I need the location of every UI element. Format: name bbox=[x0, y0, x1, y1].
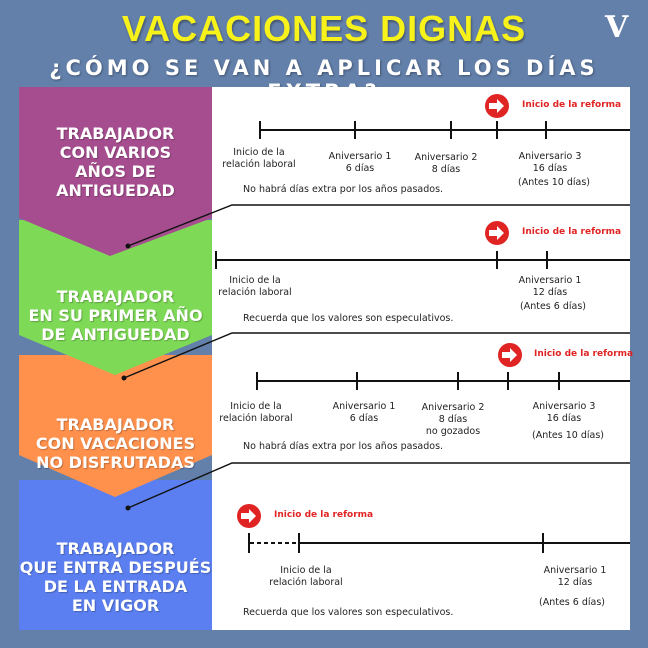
milestone-label: Aniversario 1 12 días bbox=[543, 565, 607, 588]
milestone-label: Aniversario 1 6 días bbox=[332, 401, 396, 424]
category-block-orange bbox=[19, 355, 212, 497]
connector-lines bbox=[123, 204, 630, 509]
milestone-label: Inicio de la relación laboral bbox=[218, 275, 292, 298]
milestone-label: Aniversario 1 12 días bbox=[518, 275, 582, 298]
timeline-panel bbox=[212, 87, 630, 630]
page-title: VACACIONES DIGNAS bbox=[121, 8, 527, 49]
section-note: No habrá días extra por los años pasados… bbox=[243, 184, 444, 195]
category-label: TRABAJADOR EN SU PRIMER AÑO DE ANTIGUEDA… bbox=[28, 287, 203, 344]
milestone-label: Aniversario 2 8 días bbox=[414, 152, 478, 175]
milestone-label: Inicio de la relación laboral bbox=[269, 565, 343, 588]
reform-label: Inicio de la reforma bbox=[534, 349, 634, 359]
previous-days: (Antes 10 días) bbox=[531, 430, 605, 441]
previous-days: (Antes 6 días) bbox=[520, 301, 586, 312]
section-note: Recuerda que los valores son especulativ… bbox=[243, 313, 454, 324]
category-label: TRABAJADOR QUE ENTRA DESPUÉS DE LA ENTRA… bbox=[19, 539, 212, 615]
brand-logo: V bbox=[605, 10, 629, 45]
milestone-label: Aniversario 3 16 días bbox=[518, 151, 582, 174]
milestone-label: Inicio de la relación laboral bbox=[219, 401, 293, 424]
previous-days: (Antes 10 días) bbox=[517, 177, 591, 188]
category-label: TRABAJADOR CON VARIOS AÑOS DE ANTIGUEDAD bbox=[56, 124, 175, 200]
milestone-label: Aniversario 2 8 días no gozados bbox=[421, 402, 485, 437]
previous-days: (Antes 6 días) bbox=[539, 597, 605, 608]
milestone-label: Inicio de la relación laboral bbox=[222, 147, 296, 170]
reform-label: Inicio de la reforma bbox=[522, 227, 622, 237]
page-subtitle: ¿CÓMO SE VAN A APLICAR LOS DÍAS EXTRA? bbox=[49, 56, 599, 104]
milestone-label: Aniversario 3 16 días bbox=[532, 401, 596, 424]
reform-label: Inicio de la reforma bbox=[274, 510, 374, 520]
category-block-blue bbox=[19, 480, 212, 630]
reform-label: Inicio de la reforma bbox=[522, 100, 622, 110]
reform-arrow-icon bbox=[237, 94, 522, 528]
milestone-label: Aniversario 1 6 días bbox=[328, 151, 392, 174]
timelines bbox=[215, 121, 630, 553]
section-note: No habrá días extra por los años pasados… bbox=[243, 441, 444, 452]
category-block-purple bbox=[19, 87, 212, 256]
category-label: TRABAJADOR CON VACACIONES NO DISFRUTADAS bbox=[35, 415, 196, 472]
category-block-green bbox=[19, 220, 212, 375]
section-note: Recuerda que los valores son especulativ… bbox=[243, 607, 454, 618]
